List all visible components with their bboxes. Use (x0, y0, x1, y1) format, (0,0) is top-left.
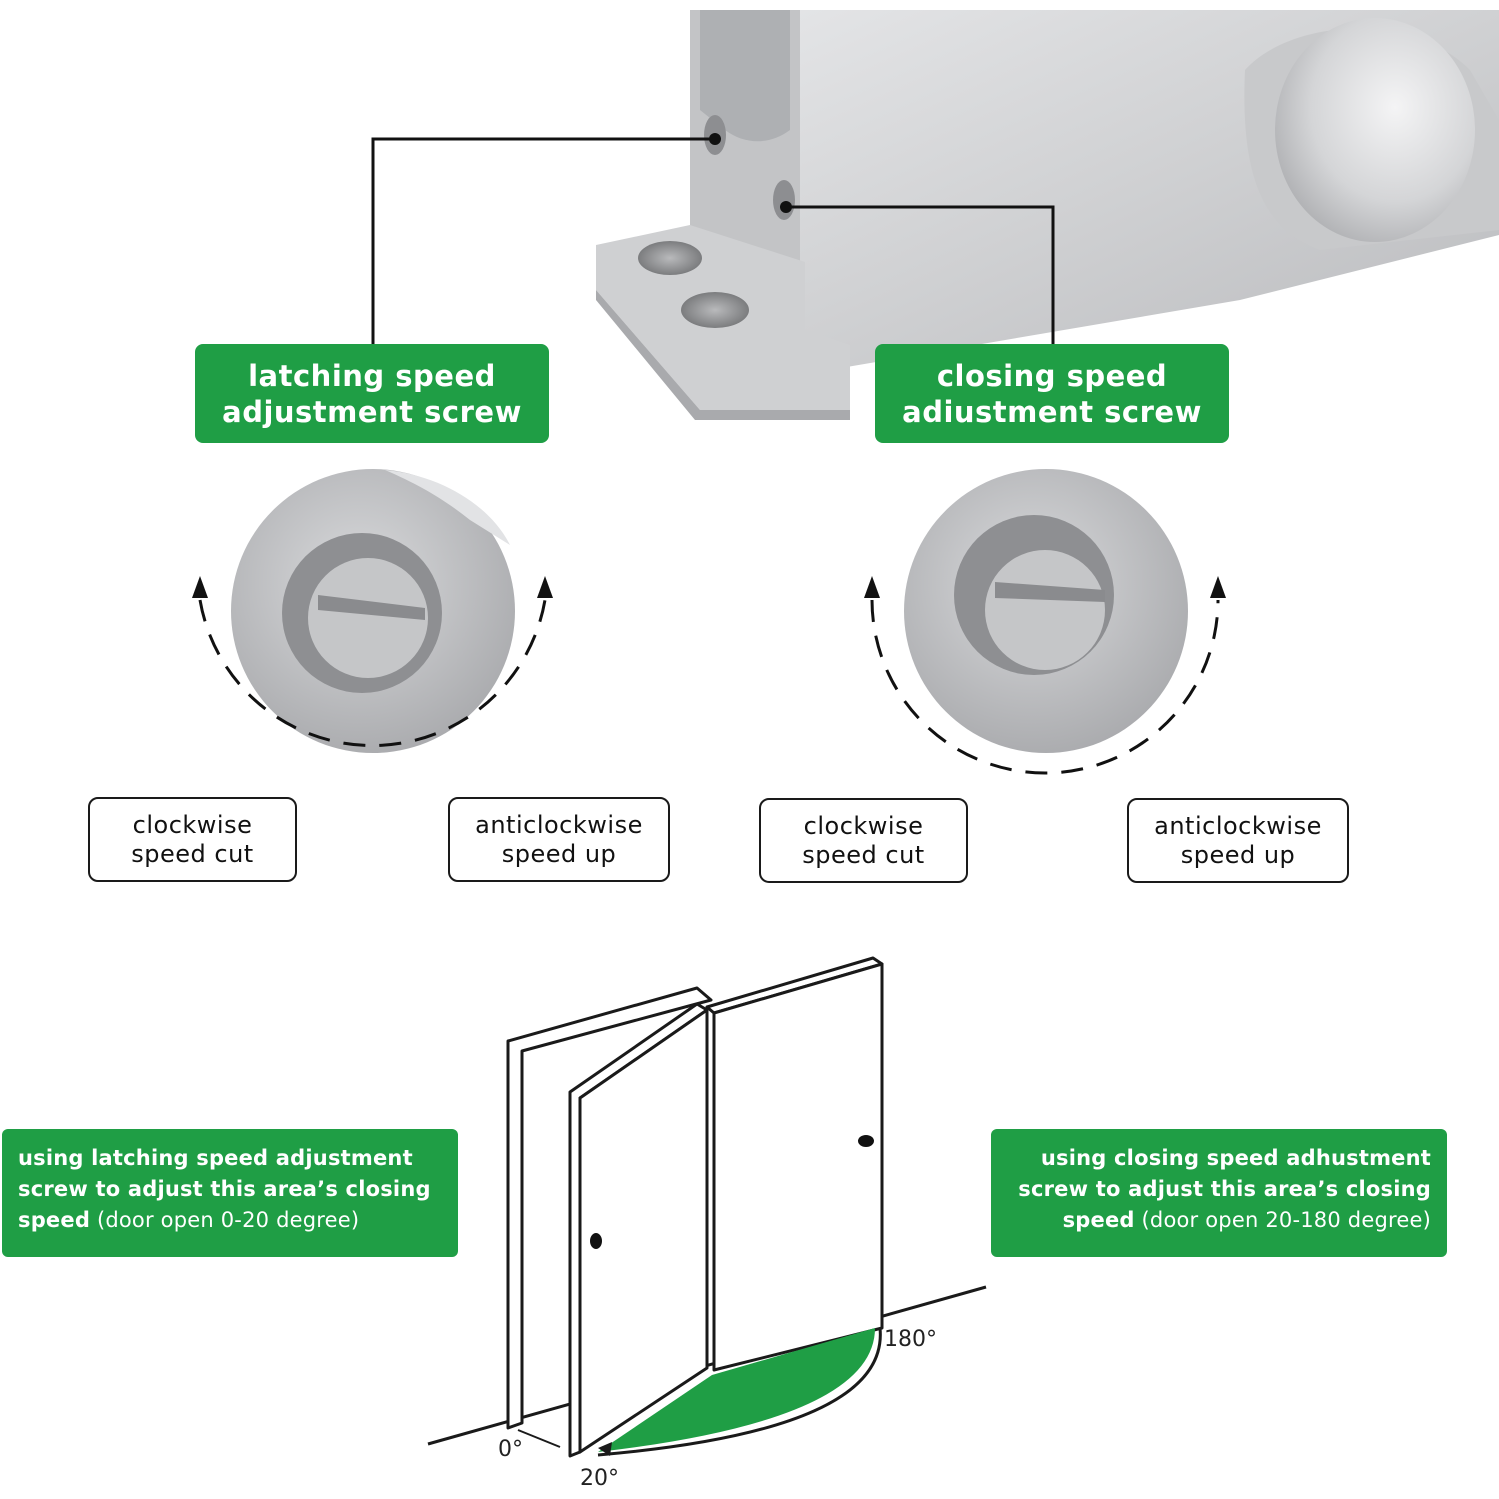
direction-line2: speed up (501, 839, 617, 868)
direction-line2: speed cut (131, 839, 254, 868)
screw-head (985, 550, 1105, 670)
door-closer-photo (596, 10, 1499, 420)
direction-line1: anticlockwise (475, 810, 643, 839)
note-line3: speed (door open 0-20 degree) (18, 1208, 360, 1232)
closing-swing-area (598, 1328, 875, 1452)
door-diagram (427, 956, 987, 1458)
closing-screw-closeup (904, 469, 1188, 753)
right-clockwise-label: clockwise speed cut (759, 798, 968, 883)
mounting-foot-front (596, 290, 850, 420)
direction-line1: clockwise (132, 810, 253, 839)
note-line2: screw to adjust this area’s closing (18, 1177, 431, 1201)
closer-end-plate (700, 10, 790, 142)
latching-screw-closeup (231, 469, 515, 753)
latching-leader-dot (709, 133, 721, 145)
far-door-face (712, 962, 884, 1372)
note-line3: speed (door open 20-180 degree) (1062, 1208, 1431, 1232)
direction-line2: speed cut (802, 840, 925, 869)
note-line2: screw to adjust this area’s closing (1018, 1177, 1431, 1201)
latching-label-line1: latching speed (248, 358, 496, 393)
angle-20-label: 20° (580, 1466, 619, 1491)
latching-leader-line (371, 137, 713, 345)
right-arc-arrow-left (864, 576, 880, 598)
right-anticlockwise-label: anticlockwise speed up (1127, 798, 1349, 883)
closing-area-note: using closing speed adhustment screw to … (991, 1129, 1447, 1257)
closing-screw-hole (773, 180, 795, 220)
right-rotation-arc (870, 599, 1220, 775)
open-door-handle (590, 1233, 602, 1249)
screw-slot (995, 582, 1105, 602)
closing-label-line2: adiustment screw (902, 394, 1202, 429)
screw-head (308, 558, 428, 678)
left-clockwise-label: clockwise speed cut (88, 797, 297, 882)
angle-180-label: 180° (884, 1327, 937, 1352)
right-arc-arrow-right (1210, 576, 1226, 598)
note-line1: using latching speed adjustment (18, 1146, 413, 1170)
swing-arrowhead (598, 1442, 612, 1456)
note-line1: using closing speed adhustment (1040, 1146, 1431, 1170)
latching-speed-label: latching speed adjustment screw (195, 344, 549, 443)
closing-leader-line (788, 205, 1055, 345)
angle-0-label: 0° (498, 1437, 523, 1462)
latching-label-line2: adjustment screw (222, 394, 522, 429)
foot-hole-1 (638, 241, 702, 275)
closing-label-line1: closing speed (936, 358, 1168, 393)
left-rotation-arc (198, 599, 547, 747)
foot-hole-2 (681, 292, 749, 328)
direction-line1: clockwise (803, 811, 924, 840)
screw-slot (318, 595, 425, 620)
swing-arc-180 (597, 1327, 882, 1457)
door-frame (506, 986, 713, 1430)
swing-arc-20 (517, 1429, 561, 1448)
far-door-handle (858, 1135, 874, 1147)
left-arc-arrow-left (192, 576, 208, 598)
direction-line2: speed up (1180, 840, 1296, 869)
left-arc-arrow-right (537, 576, 553, 598)
left-anticlockwise-label: anticlockwise speed up (448, 797, 670, 882)
closing-leader-dot (780, 201, 792, 213)
closer-knob (1275, 18, 1475, 242)
direction-line1: anticlockwise (1154, 811, 1322, 840)
latching-area-note: using latching speed adjustment screw to… (2, 1129, 458, 1257)
closing-speed-label: closing speed adiustment screw (875, 344, 1229, 443)
